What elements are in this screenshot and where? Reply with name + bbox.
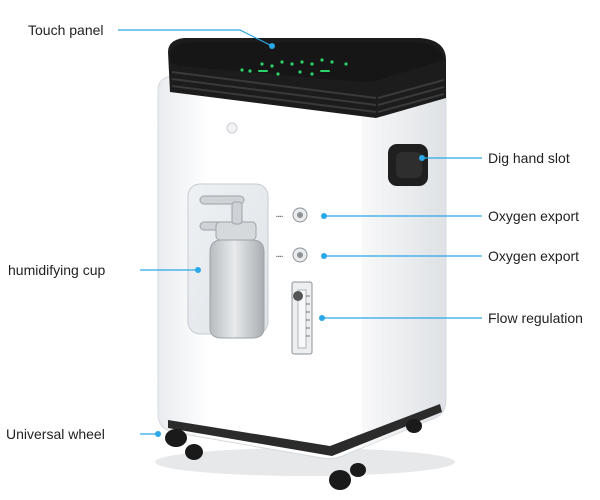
label-flow-regulation: Flow regulation [488,310,583,326]
leader-lines [118,29,482,435]
device-base [168,404,442,456]
label-dig-hand-slot: Dig hand slot [488,150,570,166]
ground-shadow [155,448,455,476]
oxygen-outlet-1: ▪▪▪▪ [276,207,308,223]
humidifying-cup-lid [215,221,257,241]
vent-lines [171,71,445,113]
humidifying-cup-neck [231,201,243,225]
leader-touch-panel [118,29,273,47]
oxygen-outlet-2: ▪▪▪▪ [276,247,308,263]
label-oxygen-export-1: Oxygen export [488,208,580,224]
label-oxygen-export-2: Oxygen export [488,248,580,264]
humidifying-cup-bottle [209,239,265,339]
label-universal-wheel: Universal wheel [6,426,105,442]
panel-leds [240,58,348,76]
leader-dots [155,43,425,437]
hand-slot-inner [396,152,422,178]
wheels [165,419,422,490]
touch-panel-surface [169,42,444,82]
svg-text:▪▪▪▪: ▪▪▪▪ [276,254,283,260]
flow-meter [291,281,313,355]
front-indicator [226,122,238,134]
label-humidifying-cup: humidifying cup [8,262,106,278]
label-touch-panel: Touch panel [28,22,104,38]
svg-text:▪▪▪▪: ▪▪▪▪ [276,214,283,220]
